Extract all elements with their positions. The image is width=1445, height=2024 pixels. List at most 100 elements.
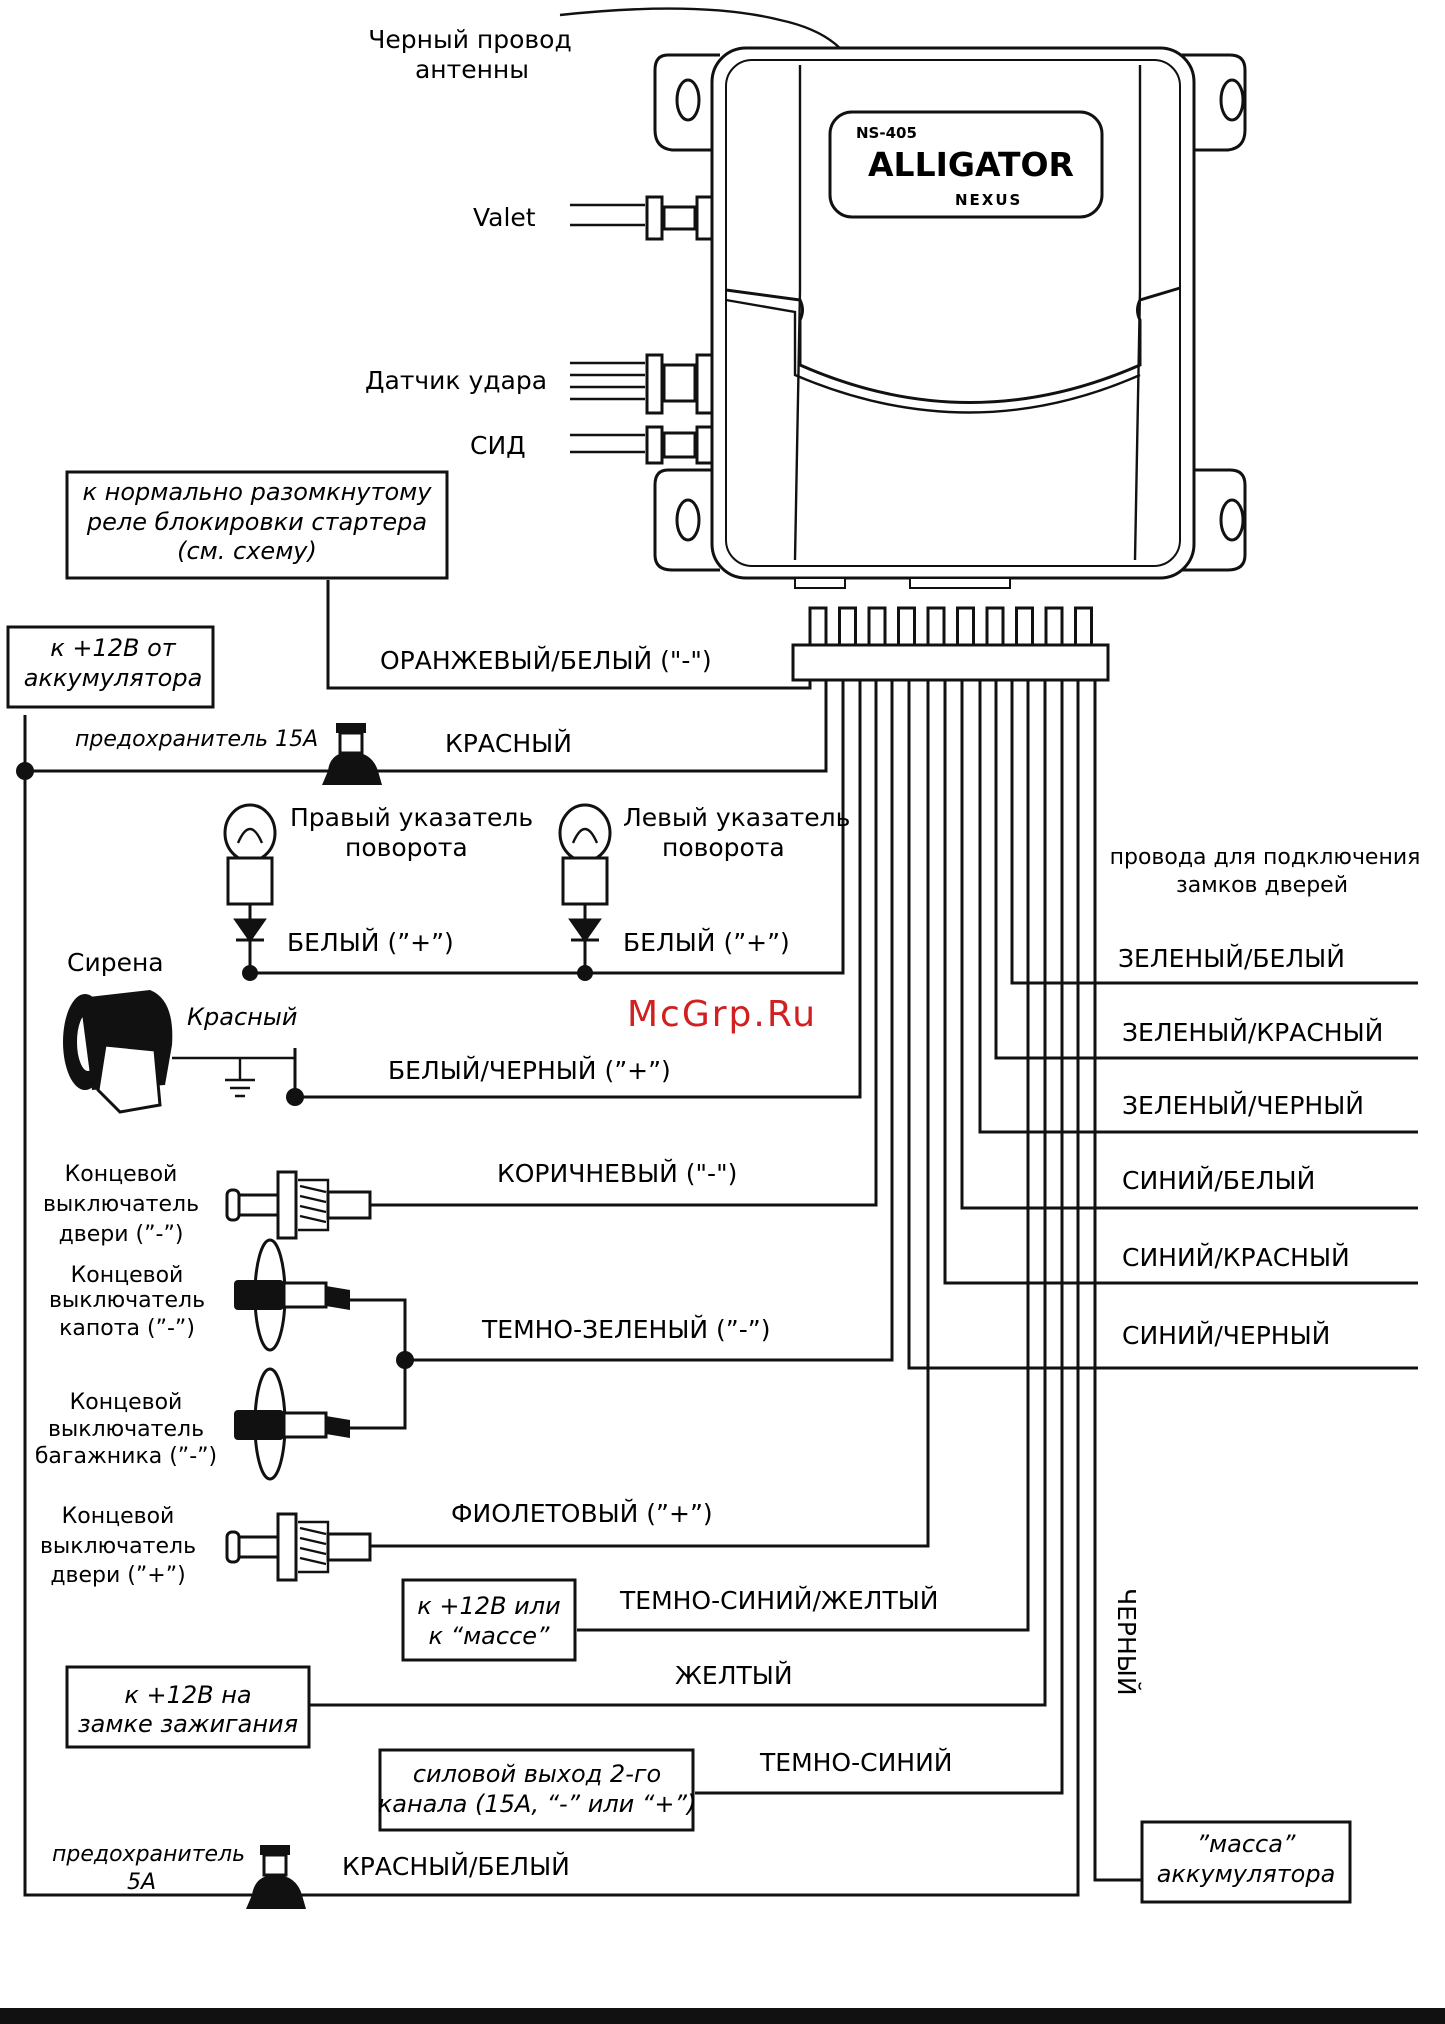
- svg-text:Концевой: Концевой: [71, 1263, 184, 1288]
- wires: [16, 580, 1418, 1897]
- mount-ear-top-right: [1180, 53, 1247, 152]
- fuse-5a: предохранитель 5А: [52, 1842, 306, 1909]
- left-turn-lamp-icon: [558, 803, 612, 973]
- door-lock-wire-1: ЗЕЛЕНЫЙ/БЕЛЫЙ: [1118, 944, 1345, 973]
- channel2-box: силовой выход 2-го канала (15А, “-” или …: [378, 1748, 697, 1832]
- right-turn-label-1: Правый указатель: [290, 803, 533, 832]
- wire-label-white-2: БЕЛЫЙ (”+”): [623, 928, 790, 957]
- starter-relay-box: к нормально разомкнутому реле блокировки…: [65, 470, 449, 580]
- connector-pin: [808, 606, 828, 647]
- svg-text:выключатель: выключатель: [49, 1288, 205, 1313]
- connector-pin: [985, 606, 1005, 647]
- svg-text:(см. схему): (см. схему): [177, 537, 317, 565]
- svg-text:капота (”-”): капота (”-”): [59, 1316, 195, 1341]
- plus12-or-ground-box: к +12В или к “массе”: [401, 1578, 577, 1662]
- door-locks-title-2: замков дверей: [1176, 873, 1348, 898]
- connector-pin: [956, 606, 975, 647]
- svg-text:багажника (”-”): багажника (”-”): [35, 1444, 217, 1469]
- ignition-box: к +12В на замке зажигания: [65, 1665, 311, 1749]
- door-lock-wire-3: ЗЕЛЕНЫЙ/ЧЕРНЫЙ: [1122, 1091, 1364, 1120]
- svg-text:к +12В на: к +12В на: [124, 1681, 251, 1709]
- connector-pin: [1044, 606, 1064, 647]
- valet-label: Valet: [473, 203, 536, 232]
- brand-logo: ALLIGATOR: [868, 145, 1074, 184]
- door-lock-wire-4: СИНИЙ/БЕЛЫЙ: [1122, 1166, 1315, 1195]
- battery-plus-box: к +12В от аккумулятора: [6, 625, 215, 709]
- wire-label-dark-blue-yellow: ТЕМНО-СИНИЙ/ЖЕЛТЫЙ: [619, 1586, 938, 1615]
- svg-text:к +12В от: к +12В от: [50, 634, 177, 662]
- svg-text:силовой выход 2-го: силовой выход 2-го: [413, 1760, 661, 1788]
- wire-label-dark-blue: ТЕМНО-СИНИЙ: [759, 1748, 953, 1777]
- led-label: СИД: [470, 431, 526, 460]
- battery-ground-box: ”масса” аккумулятора: [1140, 1820, 1352, 1904]
- svg-text:Концевой: Концевой: [70, 1390, 183, 1415]
- wire-label-yellow: ЖЕЛТЫЙ: [675, 1661, 793, 1690]
- right-turn-lamp-icon: [223, 803, 277, 973]
- connector-pin: [1074, 606, 1093, 647]
- svg-text:предохранитель 15А: предохранитель 15А: [75, 727, 318, 752]
- siren-red-label: Красный: [187, 1003, 297, 1031]
- svg-text:аккумулятора: аккумулятора: [24, 664, 203, 692]
- connector-pins: [808, 606, 1093, 647]
- svg-text:замке зажигания: замке зажигания: [78, 1710, 298, 1738]
- svg-text:выключатель: выключатель: [48, 1417, 204, 1442]
- hood-label: Концевой выключатель капота (”-”): [49, 1263, 205, 1341]
- logo-plate: [828, 110, 1104, 219]
- connector-pin: [1015, 606, 1034, 647]
- svg-text:двери (”-”): двери (”-”): [59, 1222, 184, 1247]
- door-lock-wire-6: СИНИЙ/ЧЕРНЫЙ: [1122, 1321, 1330, 1350]
- svg-text:к нормально разомкнутому: к нормально разомкнутому: [83, 478, 433, 506]
- shock-sensor-label: Датчик удара: [365, 366, 547, 395]
- door-plus-label: Концевой выключатель двери (”+”): [40, 1504, 196, 1588]
- watermark: McGrp.Ru: [627, 994, 817, 1035]
- door-locks-title-1: провода для подключения: [1110, 845, 1421, 870]
- model-label: NS-405: [856, 124, 917, 142]
- trunk-label: Концевой выключатель багажника (”-”): [35, 1390, 217, 1469]
- svg-text:аккумулятора: аккумулятора: [1157, 1860, 1336, 1888]
- svg-text:”масса”: ”масса”: [1197, 1830, 1296, 1858]
- wire-label-orange-white: ОРАНЖЕВЫЙ/БЕЛЫЙ ("-"): [380, 646, 712, 675]
- door-lock-wire-2: ЗЕЛЕНЫЙ/КРАСНЫЙ: [1122, 1018, 1383, 1047]
- door-lock-wires: провода для подключения замков дверей ЗЕ…: [1110, 845, 1421, 1350]
- svg-text:Концевой: Концевой: [62, 1504, 175, 1529]
- trunk-switch-icon: [234, 1367, 362, 1481]
- wire-label-black: ЧЕРНЫЙ: [1112, 1588, 1141, 1696]
- wire-label-brown: КОРИЧНЕВЫЙ ("-"): [497, 1159, 737, 1188]
- wire-label-red-white: КРАСНЫЙ/БЕЛЫЙ: [342, 1852, 570, 1881]
- svg-text:канала (15А, “-” или “+”): канала (15А, “-” или “+”): [378, 1790, 697, 1818]
- connector-pin: [867, 606, 887, 647]
- right-turn-label-2: поворота: [345, 833, 468, 862]
- alarm-module: NS-405 ALLIGATOR NEXUS: [559, 7, 1247, 682]
- siren-icon: [63, 990, 297, 1114]
- main-connector: [791, 643, 1110, 682]
- left-turn-label-1: Левый указатель: [623, 803, 850, 832]
- connector-pin: [838, 606, 857, 647]
- connector-pin: [926, 606, 946, 647]
- svg-text:предохранитель: предохранитель: [52, 1842, 245, 1867]
- connector-pin: [897, 606, 916, 647]
- svg-text:выключатель: выключатель: [43, 1192, 199, 1217]
- door-lock-wire-5: СИНИЙ/КРАСНЫЙ: [1122, 1243, 1350, 1272]
- svg-text:Концевой: Концевой: [65, 1162, 178, 1187]
- door-minus-switch-icon: [225, 1170, 372, 1240]
- door-plus-switch-icon: [225, 1512, 372, 1582]
- bottom-bar: [0, 2008, 1445, 2024]
- svg-text:выключатель: выключатель: [40, 1534, 196, 1559]
- wire-label-dark-green: ТЕМНО-ЗЕЛЕНЫЙ (”-”): [481, 1315, 771, 1344]
- hood-switch-icon: [234, 1238, 362, 1352]
- left-turn-label-2: поворота: [662, 833, 785, 862]
- siren-label: Сирена: [67, 948, 164, 977]
- svg-text:к +12В или: к +12В или: [417, 1592, 560, 1620]
- series-label: NEXUS: [955, 191, 1022, 209]
- mount-ear-bottom-right: [1180, 468, 1247, 572]
- wire-label-violet: ФИОЛЕТОВЫЙ (”+”): [451, 1499, 713, 1528]
- svg-text:реле блокировки стартера: реле блокировки стартера: [86, 508, 427, 536]
- svg-text:5А: 5А: [127, 1870, 156, 1895]
- wire-label-white-1: БЕЛЫЙ (”+”): [287, 928, 454, 957]
- svg-text:двери (”+”): двери (”+”): [50, 1563, 185, 1588]
- svg-text:к “массе”: к “массе”: [429, 1622, 551, 1650]
- wire-label-red: КРАСНЫЙ: [445, 729, 572, 758]
